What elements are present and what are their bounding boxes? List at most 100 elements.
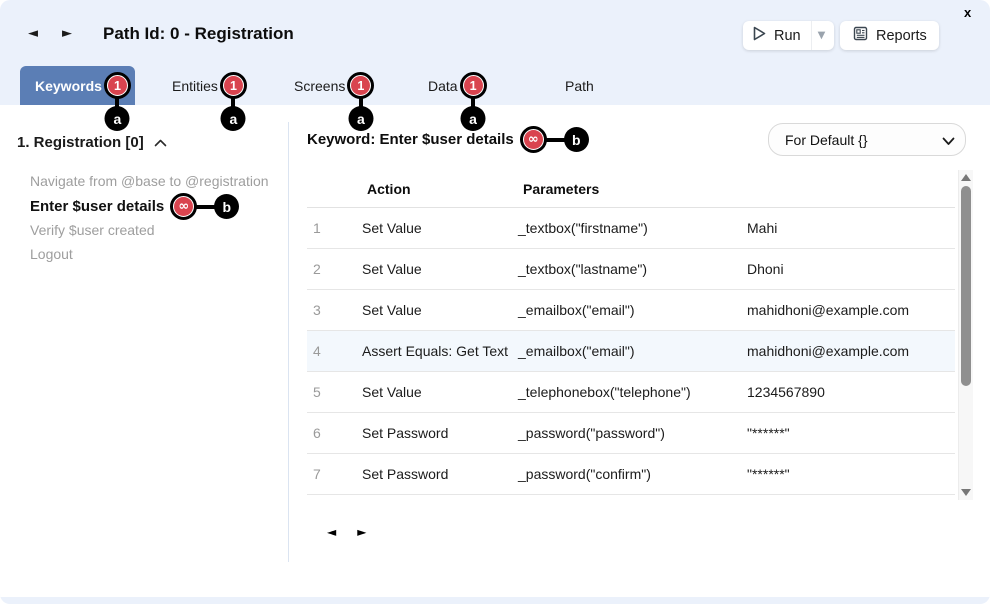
sidebar-group-registration[interactable]: 1. Registration [0]	[17, 134, 167, 151]
marker-letter-a: a	[104, 106, 130, 131]
column-header-parameters: Parameters	[523, 180, 600, 197]
tab-label: Screens	[294, 77, 346, 94]
close-button[interactable]: x	[964, 5, 972, 20]
sidebar-step-item[interactable]: Verify $user created	[30, 222, 155, 238]
page-title: Path Id: 0 - Registration	[103, 24, 294, 43]
marker-letter-a: a	[460, 106, 486, 131]
sidebar-step-label: Enter $user details	[30, 198, 165, 215]
row-value: Mahi	[747, 220, 778, 236]
marker-connector	[115, 98, 120, 108]
chevron-up-icon[interactable]	[154, 134, 167, 151]
table-scrollbar[interactable]	[958, 170, 973, 500]
back-button[interactable]: ◄	[28, 26, 38, 41]
row-number: 7	[313, 466, 321, 482]
row-number: 5	[313, 384, 321, 400]
run-button[interactable]: Run ▼	[743, 21, 834, 50]
linked-keyword-icon[interactable]: ∞	[170, 193, 198, 220]
marker-letter-a: a	[348, 106, 374, 131]
count-badge: 1	[351, 76, 371, 95]
marker-connector	[358, 98, 363, 108]
table-header-row: Action Parameters	[307, 170, 955, 208]
tab-label: Path	[565, 77, 594, 94]
table-row[interactable]: 1 Set Value _textbox("firstname") Mahi	[307, 208, 955, 249]
row-action: Set Value	[362, 302, 422, 318]
row-number: 4	[313, 343, 321, 359]
row-parameters: _emailbox("email")	[518, 302, 635, 318]
row-action: Set Password	[362, 466, 449, 482]
table-row[interactable]: 4 Assert Equals: Get Text _emailbox("ema…	[307, 331, 955, 372]
tab-label: Keywords	[35, 77, 102, 94]
keyword-heading-row: Keyword: Enter $user details ∞ b	[307, 126, 589, 153]
keyword-annotation-marker: ∞ b	[519, 126, 589, 153]
table-pagination: ◄ ►	[327, 525, 366, 539]
scrollbar-thumb[interactable]	[961, 186, 971, 386]
row-value: 1234567890	[747, 384, 825, 400]
row-number: 6	[313, 425, 321, 441]
table-body: 1 Set Value _textbox("firstname") Mahi 2…	[307, 208, 955, 495]
row-value: "******"	[747, 466, 790, 482]
reports-icon	[853, 26, 868, 45]
table-row[interactable]: 2 Set Value _textbox("lastname") Dhoni	[307, 249, 955, 290]
row-action: Assert Equals: Get Text	[362, 343, 509, 359]
table-row[interactable]: 3 Set Value _emailbox("email") mahidhoni…	[307, 290, 955, 331]
run-dropdown-caret-icon[interactable]: ▼	[817, 30, 826, 41]
sidebar-step-item[interactable]: Enter $user details ∞ b	[30, 193, 240, 220]
row-parameters: _password("password")	[518, 425, 665, 441]
row-value: mahidhoni@example.com	[747, 343, 910, 359]
tab-label: Data	[428, 77, 458, 94]
row-value: "******"	[747, 425, 790, 441]
notification-badge-ring: 1	[103, 72, 131, 99]
table-row[interactable]: 5 Set Value _telephonebox("telephone") 1…	[307, 372, 955, 413]
steps-table: Action Parameters 1 Set Value _textbox("…	[307, 170, 955, 495]
row-action: Set Password	[362, 425, 449, 441]
column-header-action: Action	[367, 180, 411, 197]
count-badge: 1	[107, 76, 127, 95]
sidebar-step-label: Verify $user created	[30, 222, 155, 238]
marker-connector	[196, 204, 216, 209]
sidebar-step-label: Logout	[30, 246, 73, 262]
linked-keyword-icon[interactable]: ∞	[519, 126, 547, 153]
marker-letter-b: b	[563, 127, 589, 152]
row-number: 3	[313, 302, 321, 318]
forward-button[interactable]: ►	[62, 26, 72, 41]
sidebar-step-item[interactable]: Logout	[30, 246, 73, 262]
run-split-divider	[810, 21, 812, 50]
table-row[interactable]: 7 Set Password _password("confirm") "***…	[307, 454, 955, 495]
sidebar-group-label: 1. Registration [0]	[17, 134, 144, 151]
row-parameters: _textbox("firstname")	[518, 220, 648, 236]
scroll-up-icon[interactable]	[961, 174, 971, 181]
row-parameters: _emailbox("email")	[518, 343, 635, 359]
notification-badge-ring: 1	[459, 72, 487, 99]
page-prev-icon[interactable]: ◄	[327, 525, 337, 539]
marker-letter-b: b	[214, 194, 240, 219]
marker-connector	[545, 137, 565, 142]
row-parameters: _textbox("lastname")	[518, 261, 647, 277]
notification-badge-ring: 1	[347, 72, 375, 99]
sidebar-step-item[interactable]: Navigate from @base to @registration	[30, 173, 269, 189]
keyword-title: Keyword: Enter $user details	[307, 131, 514, 148]
scroll-down-icon[interactable]	[961, 489, 971, 496]
table-row[interactable]: 6 Set Password _password("password") "**…	[307, 413, 955, 454]
data-context-select[interactable]: For Default {}	[768, 123, 966, 156]
row-number: 2	[313, 261, 321, 277]
row-parameters: _telephonebox("telephone")	[518, 384, 691, 400]
tab-path[interactable]: Path	[565, 66, 594, 105]
row-value: mahidhoni@example.com	[747, 302, 910, 318]
page-next-icon[interactable]: ►	[357, 525, 367, 539]
row-number: 1	[313, 220, 321, 236]
row-action: Set Value	[362, 261, 422, 277]
tab-label: Entities	[172, 77, 218, 94]
row-parameters: _password("confirm")	[518, 466, 651, 482]
marker-letter-a: a	[220, 106, 246, 131]
reports-button[interactable]: Reports	[840, 21, 939, 50]
infinity-icon: ∞	[174, 197, 194, 216]
